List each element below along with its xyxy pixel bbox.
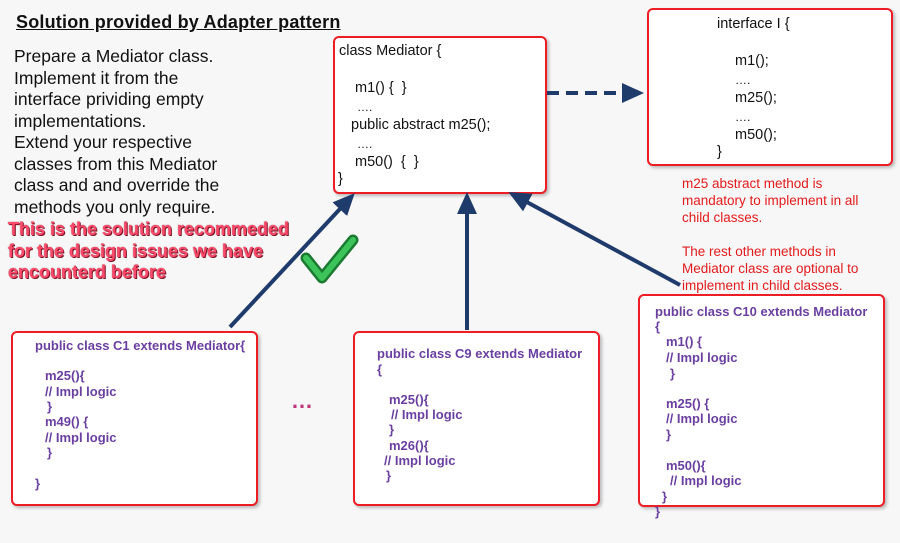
mediator-line: …. bbox=[357, 100, 373, 114]
note-line: implement in child classes. bbox=[682, 278, 843, 293]
interface-line: m25(); bbox=[735, 90, 777, 106]
c10-line: m50(){ bbox=[666, 458, 706, 473]
interface-line: m1(); bbox=[735, 53, 769, 69]
c10-line: m1() { bbox=[666, 334, 703, 349]
interface-line: …. bbox=[735, 110, 751, 124]
c9-line: // Impl logic bbox=[391, 407, 463, 422]
c10-line: m25() { bbox=[666, 396, 710, 411]
note-line: Mediator class are optional to bbox=[682, 261, 859, 276]
c1-line: } bbox=[35, 476, 41, 491]
note-line: child classes. bbox=[682, 210, 763, 225]
c9-line: { bbox=[377, 362, 383, 377]
mediator-line: public abstract m25(); bbox=[351, 117, 491, 133]
mediator-line: m1() { } bbox=[355, 80, 407, 96]
c9-class-box: public class C9 extends Mediator { m25()… bbox=[353, 331, 600, 506]
c9-line: } bbox=[386, 468, 392, 483]
description-line: implementations. bbox=[14, 110, 147, 131]
interface-line: interface I { bbox=[717, 16, 790, 32]
mediator-class-box: class Mediator { m1() { } …. public abst… bbox=[333, 36, 547, 194]
c10-line: public class C10 extends Mediator bbox=[655, 304, 868, 319]
c10-class-box: public class C10 extends Mediator { m1()… bbox=[638, 294, 885, 519]
c10-line: } bbox=[655, 504, 661, 519]
c1-line: m49() { bbox=[45, 414, 89, 429]
c9-line: // Impl logic bbox=[384, 453, 456, 468]
c10-line: } bbox=[670, 366, 676, 381]
c1-class-box: public class C1 extends Mediator{ m25(){… bbox=[11, 331, 258, 506]
c1-line: m25(){ bbox=[45, 368, 85, 383]
note-line: mandatory to implement in all bbox=[682, 193, 859, 208]
mediator-line: class Mediator { bbox=[339, 43, 442, 59]
interface-line: m50(); bbox=[735, 127, 777, 143]
description-text: Prepare a Mediator class. Implement it f… bbox=[14, 46, 254, 218]
mediator-line: } bbox=[338, 171, 343, 187]
note-line: The rest other methods in bbox=[682, 244, 836, 259]
c10-line: // Impl logic bbox=[666, 411, 738, 426]
c1-line: // Impl logic bbox=[45, 430, 117, 445]
c10-line: // Impl logic bbox=[670, 473, 742, 488]
highlight-line: encounterd before bbox=[8, 262, 167, 282]
interface-line: …. bbox=[735, 73, 751, 87]
c10-line: } bbox=[666, 427, 672, 442]
c1-line: } bbox=[47, 399, 53, 414]
c9-line: m25(){ bbox=[389, 392, 429, 407]
solution-highlight: This is the solution recommeded for the … bbox=[8, 219, 289, 284]
description-line: class and and override the bbox=[14, 175, 220, 195]
mediator-line: …. bbox=[357, 137, 373, 151]
c10-extends-arrow bbox=[508, 192, 681, 287]
interface-box: interface I { m1(); …. m25(); …. m50(); … bbox=[647, 8, 893, 166]
more-classes-ellipsis: … bbox=[291, 388, 314, 413]
c10-line: } bbox=[662, 489, 668, 504]
c9-line: } bbox=[389, 422, 395, 437]
description-line: Extend your respective bbox=[14, 132, 193, 152]
c1-line: // Impl logic bbox=[45, 384, 117, 399]
description-line: classes from this Mediator bbox=[14, 153, 218, 174]
mediator-line: m50() { } bbox=[355, 154, 419, 170]
c9-line: public class C9 extends Mediator bbox=[377, 346, 583, 361]
c1-line: public class C1 extends Mediator{ bbox=[35, 338, 246, 353]
description-line: Implement it from the bbox=[14, 67, 179, 88]
c1-extends-arrow bbox=[228, 193, 355, 329]
c9-line: m26(){ bbox=[389, 438, 429, 453]
c10-line: { bbox=[655, 319, 661, 334]
highlight-line: This is the solution recommeded bbox=[8, 219, 290, 239]
note-line: m25 abstract method is bbox=[682, 176, 823, 191]
page-title: Solution provided by Adapter pattern bbox=[16, 12, 341, 32]
highlight-line: for the design issues we have bbox=[8, 240, 264, 261]
abstract-method-note: m25 abstract method is mandatory to impl… bbox=[682, 175, 887, 294]
interface-line: } bbox=[717, 144, 722, 160]
c1-line: } bbox=[47, 445, 53, 460]
description-line: Prepare a Mediator class. bbox=[14, 46, 214, 66]
c10-line: // Impl logic bbox=[666, 350, 738, 365]
description-line: methods you only require. bbox=[14, 196, 216, 217]
description-line: interface prividing empty bbox=[14, 89, 204, 109]
